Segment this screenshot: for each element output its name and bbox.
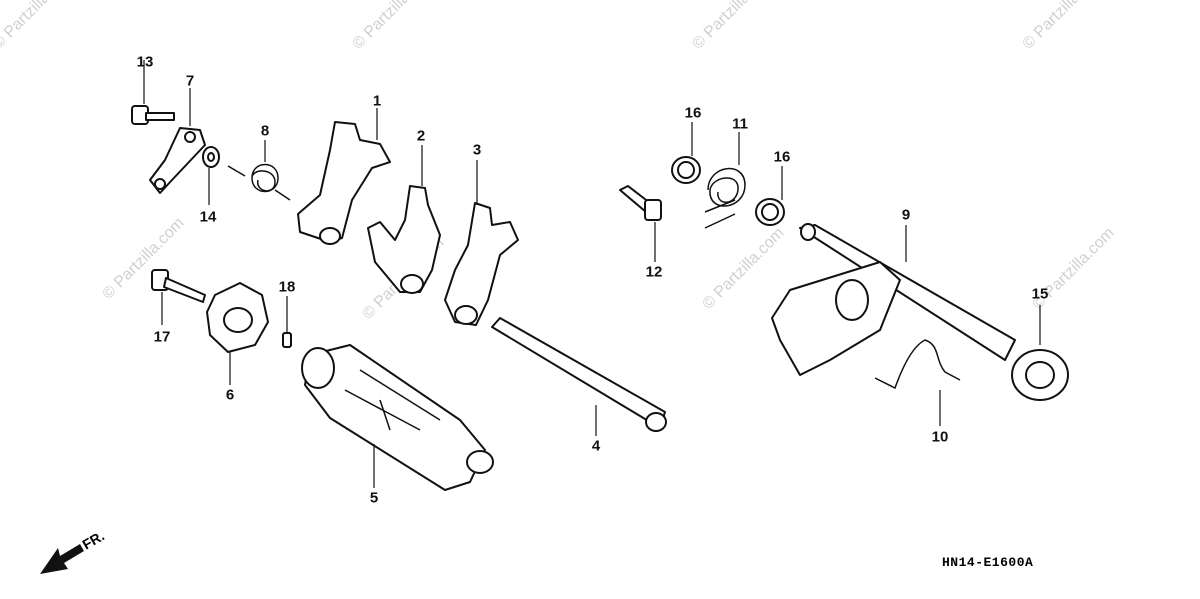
- front-arrow-icon: [40, 544, 84, 574]
- bolt-13: [131, 60, 175, 125]
- callout-16: 16: [684, 104, 702, 122]
- return-spring-10: [874, 339, 961, 426]
- callout-12: 12: [645, 263, 663, 281]
- gearshift-spindle-9: [771, 223, 1016, 376]
- callout-13: 13: [136, 53, 154, 71]
- callout-1: 1: [372, 92, 382, 110]
- callout-10: 10: [931, 428, 949, 446]
- callout-3: 3: [472, 141, 482, 159]
- shift-drum-5: [301, 344, 494, 491]
- drum-center-6: [206, 282, 269, 385]
- callout-5: 5: [369, 489, 379, 507]
- callout-9: 9: [901, 206, 911, 224]
- pin-18: [282, 296, 292, 348]
- callout-18: 18: [278, 278, 296, 296]
- shift-fork-2: [367, 145, 441, 294]
- callout-15: 15: [1031, 285, 1049, 303]
- bolt-12: [619, 185, 662, 262]
- shift-fork-1: [297, 108, 391, 245]
- shift-fork-3: [444, 160, 519, 326]
- callout-16: 16: [773, 148, 791, 166]
- callout-17: 17: [153, 328, 171, 346]
- callout-4: 4: [591, 437, 601, 455]
- fork-shaft-4: [491, 317, 667, 436]
- bolt-17: [151, 269, 206, 325]
- oil-seal-15: [1011, 305, 1069, 401]
- stopper-arm-7: [149, 88, 206, 194]
- spring-8: [227, 140, 291, 201]
- callout-11: 11: [732, 115, 748, 133]
- clip-16b: [755, 166, 785, 226]
- callout-7: 7: [185, 72, 195, 90]
- clip-16a: [671, 122, 701, 184]
- callout-14: 14: [199, 208, 217, 226]
- callout-6: 6: [225, 386, 235, 404]
- callout-8: 8: [260, 122, 270, 140]
- callout-2: 2: [416, 127, 426, 145]
- spring-11: [704, 132, 746, 229]
- diagram-code: HN14-E1600A: [942, 555, 1034, 570]
- washer-14: [202, 146, 220, 205]
